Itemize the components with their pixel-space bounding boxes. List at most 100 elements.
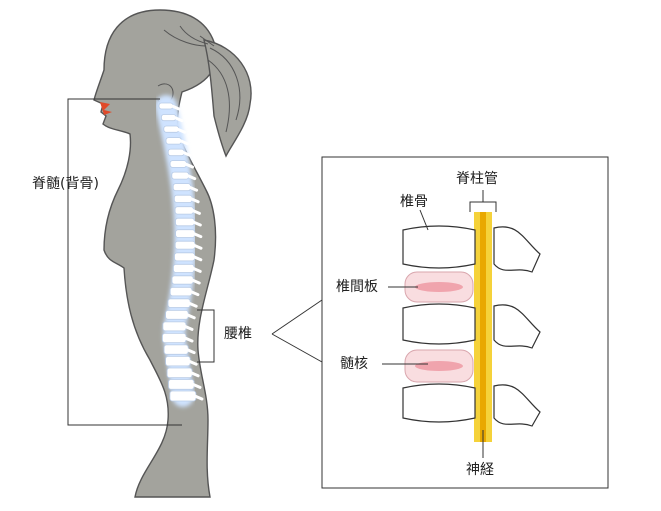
spine-body: [167, 298, 191, 308]
spine-body: [171, 171, 190, 180]
spine-vertebra: [169, 160, 194, 169]
spinal-canal-bracket: [469, 190, 497, 212]
spine-process: [179, 139, 189, 146]
bracket-line: [197, 309, 215, 363]
spine-body: [172, 183, 191, 192]
spine-vertebra: [161, 332, 194, 343]
spine-body: [173, 194, 193, 203]
nucleus-shape: [415, 282, 463, 292]
spine-vertebra: [172, 183, 199, 192]
spine-process: [190, 278, 201, 285]
spine-process: [183, 324, 194, 331]
spine-process: [191, 266, 202, 273]
spine-process: [186, 174, 197, 181]
spine-vertebra: [173, 194, 200, 204]
label-spinal-cord: 脊髄(背骨): [32, 176, 99, 192]
spine-vertebra: [167, 298, 198, 308]
torso-shape: [93, 9, 218, 498]
spine-process: [189, 197, 200, 204]
posterior-process: [493, 304, 541, 349]
vertebra: [402, 383, 541, 427]
spine-vertebra: [175, 217, 202, 227]
bracket-line: [67, 98, 182, 426]
vertebral-body: [402, 303, 476, 345]
nerve-core: [480, 212, 486, 442]
spine-vertebra: [174, 240, 203, 250]
zoom-line-top: [271, 299, 323, 335]
label-nerve: 神経: [466, 462, 494, 478]
spine-vertebra: [168, 379, 202, 390]
spine-body: [165, 355, 191, 367]
spine-body: [169, 286, 193, 297]
ponytail: [203, 39, 252, 158]
spine-process: [191, 382, 202, 389]
spine-body: [175, 229, 196, 238]
vertebra: [402, 225, 541, 273]
intervertebral-disc: [404, 349, 474, 383]
spine-column: [155, 95, 204, 407]
spine-body: [175, 217, 195, 227]
spine-vertebra: [166, 367, 200, 379]
spine-body: [162, 321, 187, 332]
label-vertebra: 椎骨: [400, 194, 428, 210]
spine-vertebra: [160, 114, 184, 123]
spine-process: [189, 290, 200, 297]
hair: [163, 25, 252, 158]
posterior-process: [493, 384, 541, 427]
vertebral-body: [402, 383, 476, 423]
hair-strand: [209, 47, 241, 121]
lips: [100, 102, 112, 115]
spine-process: [187, 301, 198, 308]
spine-vertebra: [165, 309, 196, 320]
spine-process: [170, 104, 181, 111]
hair-strand: [179, 25, 209, 45]
spine-vertebra: [169, 286, 200, 297]
spine-process: [192, 243, 203, 250]
vertebral-body: [402, 225, 476, 269]
spine-vertebra: [163, 344, 196, 355]
label-spinal-canal: 脊柱管: [456, 171, 498, 187]
spine-vertebra: [163, 125, 187, 134]
spine-vertebra: [174, 206, 201, 215]
vertebra: [402, 303, 541, 349]
spine-process: [185, 313, 196, 320]
spine-body: [171, 275, 194, 285]
spine-vertebra: [172, 263, 202, 273]
spine-body: [168, 379, 195, 390]
spine-vertebra: [165, 355, 198, 367]
spine-process: [189, 371, 200, 378]
spine-body: [172, 263, 195, 273]
spine-process: [190, 208, 201, 215]
zoom-line-bottom: [271, 333, 323, 363]
spine-vertebra: [171, 171, 197, 181]
spine-body: [169, 390, 197, 402]
spine-body: [163, 344, 189, 355]
label-disc: 椎間板: [336, 279, 378, 295]
spine-body: [166, 367, 193, 379]
detail-box: [321, 156, 609, 489]
label-nucleus: 髄核: [340, 356, 368, 372]
spine-process: [173, 116, 184, 123]
spine-body: [161, 332, 187, 343]
spinal-cord-bracket: [67, 98, 182, 426]
posterior-process: [493, 226, 541, 273]
spine-body: [174, 206, 194, 215]
spine-body: [174, 240, 196, 250]
spine-process: [191, 220, 202, 227]
intervertebral-disc: [404, 271, 474, 303]
spine-vertebra: [158, 102, 181, 111]
spine-process: [176, 127, 187, 134]
spine-body: [165, 309, 189, 320]
spine-process: [185, 348, 196, 355]
leader-lines: [382, 209, 484, 458]
body-silhouette: [93, 9, 218, 498]
spine-vertebra: [171, 275, 201, 285]
spine-vertebra: [167, 148, 192, 157]
spine-process: [188, 185, 199, 192]
spine-vertebra: [174, 252, 203, 262]
hair-band: [199, 35, 215, 47]
label-lumbar: 腰椎: [224, 326, 252, 342]
spine-process: [181, 150, 192, 157]
